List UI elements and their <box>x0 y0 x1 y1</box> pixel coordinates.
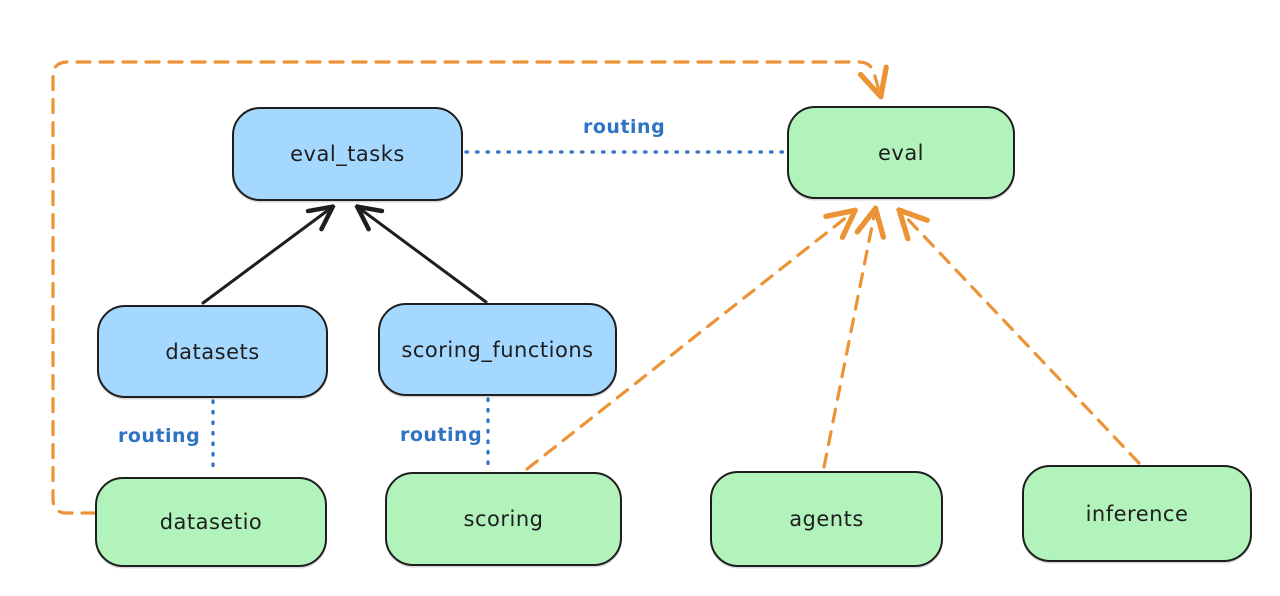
node-eval_tasks: eval_tasks <box>232 107 463 201</box>
edge-label-routing-top: routing <box>583 116 666 138</box>
node-scoring_functions: scoring_functions <box>378 303 617 396</box>
edge-datasetio-to-eval <box>51 60 880 515</box>
edge-inference-to-eval <box>901 212 1141 465</box>
node-inference-label: inference <box>1085 501 1189 526</box>
edge-agents-to-eval <box>822 211 875 469</box>
edge-label-routing-scoring: routing <box>400 424 483 446</box>
node-datasets-label: datasets <box>165 339 260 364</box>
node-scoring-label: scoring <box>463 507 544 531</box>
node-agents-label: agents <box>789 507 864 531</box>
edge-scoring-to-eval <box>525 212 853 471</box>
edge-label-routing-datasets: routing <box>118 425 201 447</box>
edge-datasets-to-eval_tasks <box>201 208 331 305</box>
node-datasets: datasets <box>97 305 328 398</box>
node-inference: inference <box>1022 465 1252 562</box>
node-scoring: scoring <box>385 472 622 566</box>
edge-scoring_functions-to-eval_tasks <box>359 208 488 304</box>
node-scoring_functions-label: scoring_functions <box>401 337 594 362</box>
node-datasetio: datasetio <box>95 477 327 567</box>
node-agents: agents <box>710 471 943 567</box>
node-eval-label: eval <box>877 140 925 165</box>
node-datasetio-label: datasetio <box>159 510 263 534</box>
node-eval_tasks-label: eval_tasks <box>290 142 405 166</box>
node-eval: eval <box>787 106 1015 199</box>
